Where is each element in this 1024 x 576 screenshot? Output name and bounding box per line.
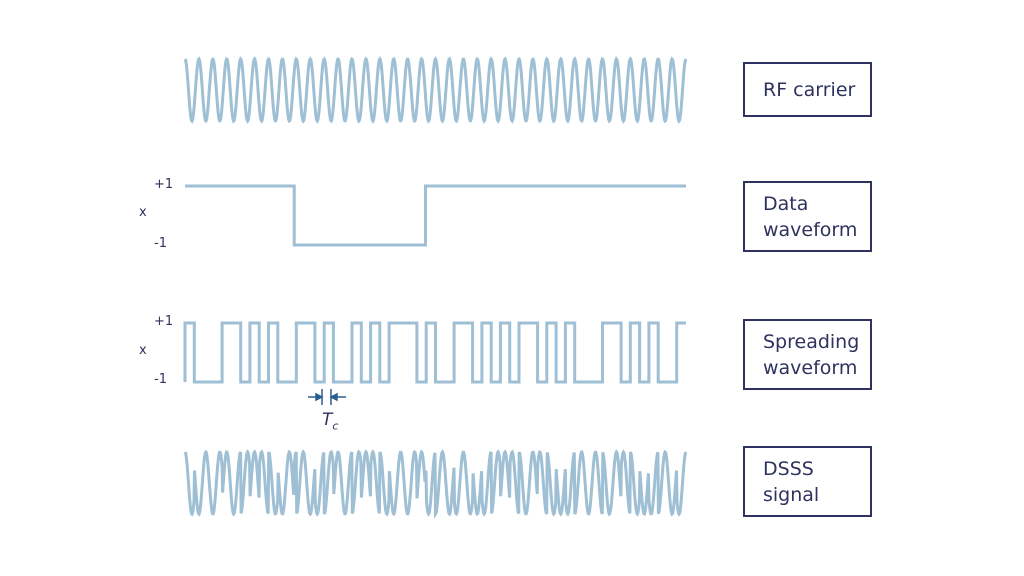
arrow-left-icon bbox=[329, 392, 338, 402]
data-minus-one-label: -1 bbox=[154, 236, 167, 251]
dsss-signal-label-line1: DSSS bbox=[763, 457, 814, 480]
data-waveform-label-box: Data waveform bbox=[743, 181, 872, 252]
spread-plus-one-label: +1 bbox=[154, 314, 174, 329]
dsss-signal-wave bbox=[183, 449, 688, 520]
dsss-signal-label-line2: signal bbox=[763, 483, 820, 506]
spreading-waveform-label-line1: Spreading bbox=[763, 330, 860, 353]
spreading-waveform-label-line2: waveform bbox=[763, 356, 858, 379]
spreading-waveform-label-box: Spreading waveform bbox=[743, 319, 872, 390]
spreading-waveform bbox=[183, 321, 686, 384]
arrow-right-icon bbox=[315, 392, 324, 402]
data-waveform-label-line2: waveform bbox=[763, 218, 858, 241]
chip-period-label: Tc bbox=[322, 410, 339, 433]
rf-carrier-label-box: RF carrier bbox=[743, 62, 872, 117]
chip-period-marker bbox=[308, 389, 346, 405]
data-x-label: x bbox=[139, 205, 147, 220]
data-waveform bbox=[185, 184, 686, 247]
dsss-signal-label-box: DSSS signal bbox=[743, 446, 872, 517]
spread-minus-one-label: -1 bbox=[154, 372, 167, 387]
spread-x-label: x bbox=[139, 343, 147, 358]
data-plus-one-label: +1 bbox=[154, 177, 174, 192]
data-waveform-label-line1: Data bbox=[763, 192, 809, 215]
rf-carrier-label: RF carrier bbox=[763, 78, 856, 101]
rf-carrier-wave bbox=[183, 56, 688, 124]
